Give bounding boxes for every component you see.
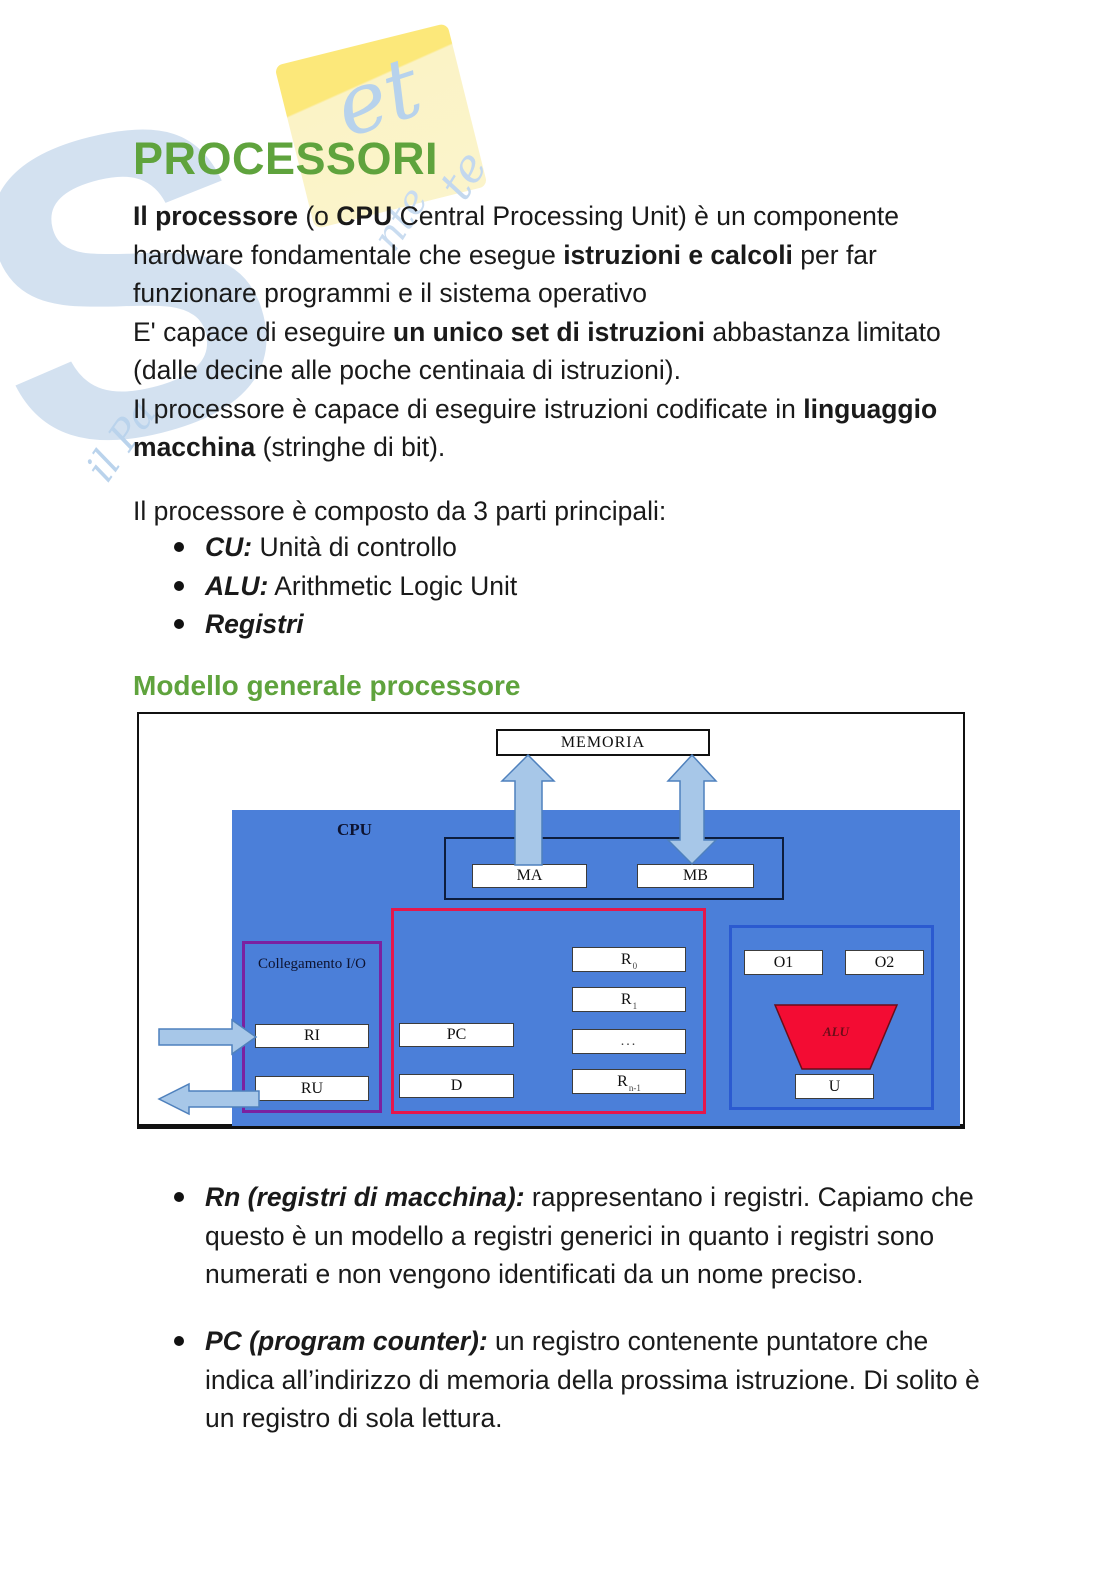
page-title: PROCESSORI (133, 133, 439, 184)
paragraph-text: (stringhe di bit). (255, 432, 446, 462)
processor-model-diagram: CPU MEMORIA MA MB Collegamento I/O RI RU… (137, 712, 965, 1129)
register-label: R (617, 1072, 628, 1090)
registers-group-box (391, 908, 706, 1114)
register-label: R (620, 950, 632, 968)
paragraph-text: abbastanza limitato (dalle decine alle p… (133, 316, 941, 386)
parts-intro-line: Il processore è composto da 3 parti prin… (133, 496, 667, 526)
mb-box: MB (637, 864, 754, 888)
register-subscript: n-1 (628, 1082, 641, 1093)
list-item-registri: Registri (172, 605, 972, 644)
register-label: R (620, 990, 632, 1008)
note-label: PC (program counter): (205, 1326, 488, 1356)
bullet-icon (174, 1336, 184, 1346)
cpu-label: CPU (337, 820, 372, 839)
paragraph-text: per far funzionare programmi e il sistem… (133, 239, 877, 309)
paragraph-text: Il processore è capace di eseguire istru… (133, 393, 804, 424)
paragraph-text: istruzioni e calcoli (563, 239, 793, 270)
note-text: un registro contenente puntatore che ind… (205, 1326, 980, 1433)
paragraph-1: Il processore (o CPU Central Processing … (133, 197, 981, 313)
ma-box: MA (472, 864, 587, 888)
bullet-icon (174, 580, 184, 591)
paragraph-3: Il processore è capace di eseguire istru… (133, 390, 981, 467)
paragraph-text: E' capace di eseguire (133, 316, 393, 347)
pc-box: PC (399, 1023, 514, 1047)
list-item-alu: ALU: Arithmetic Logic Unit (172, 567, 972, 606)
note-label: Rn (registri di macchina): (205, 1182, 525, 1212)
paragraph-text: CPU (336, 201, 393, 231)
o1-box: O1 (744, 950, 823, 975)
list-item-cu: CU: Unità di controllo (172, 528, 972, 567)
paragraph-2: E' capace di eseguire un unico set di is… (133, 313, 981, 390)
note-pc: PC (program counter): un registro conten… (172, 1322, 1001, 1438)
intro-paragraphs: Il processore (o CPU Central Processing … (133, 197, 981, 467)
memoria-box: MEMORIA (496, 729, 710, 756)
paragraph-text: linguaggio macchina (133, 393, 938, 463)
list-item-label: ALU: (205, 570, 269, 601)
bullet-icon (174, 542, 184, 552)
ru-box: RU (255, 1076, 369, 1101)
section-title: Modello generale processore (133, 670, 521, 701)
paragraph-text: un unico set di istruzioni (392, 316, 706, 347)
bullet-icon (174, 619, 184, 629)
d-box: D (399, 1074, 514, 1098)
note-text: rappresentano i registri. Capiamo che qu… (205, 1182, 974, 1289)
o2-box: O2 (845, 950, 924, 975)
paragraph-text: (o (297, 201, 337, 231)
ri-box: RI (255, 1024, 369, 1048)
alu-group-box (729, 925, 934, 1110)
u-box: U (795, 1074, 874, 1099)
alu-label: ALU (823, 1024, 849, 1039)
register-ellipsis-box: ... (572, 1029, 686, 1054)
note-rn: Rn (registri di macchina): rappresentano… (172, 1178, 1001, 1294)
list-item-text: Unità di controllo (252, 532, 457, 562)
list-item-label: Registri (205, 609, 304, 639)
io-connection-label: Collegamento I/O (258, 956, 366, 972)
register-subscript: 0 (632, 960, 638, 971)
register-subscript: 1 (632, 1000, 638, 1011)
bullet-icon (174, 1192, 184, 1202)
list-item-label: CU: (205, 532, 253, 562)
paragraph-text: Il processore (133, 201, 298, 231)
parts-list: CU: Unità di controllo ALU: Arithmetic L… (172, 528, 972, 644)
list-item-text: Arithmetic Logic Unit (268, 570, 518, 601)
ma-mb-container (444, 837, 784, 900)
